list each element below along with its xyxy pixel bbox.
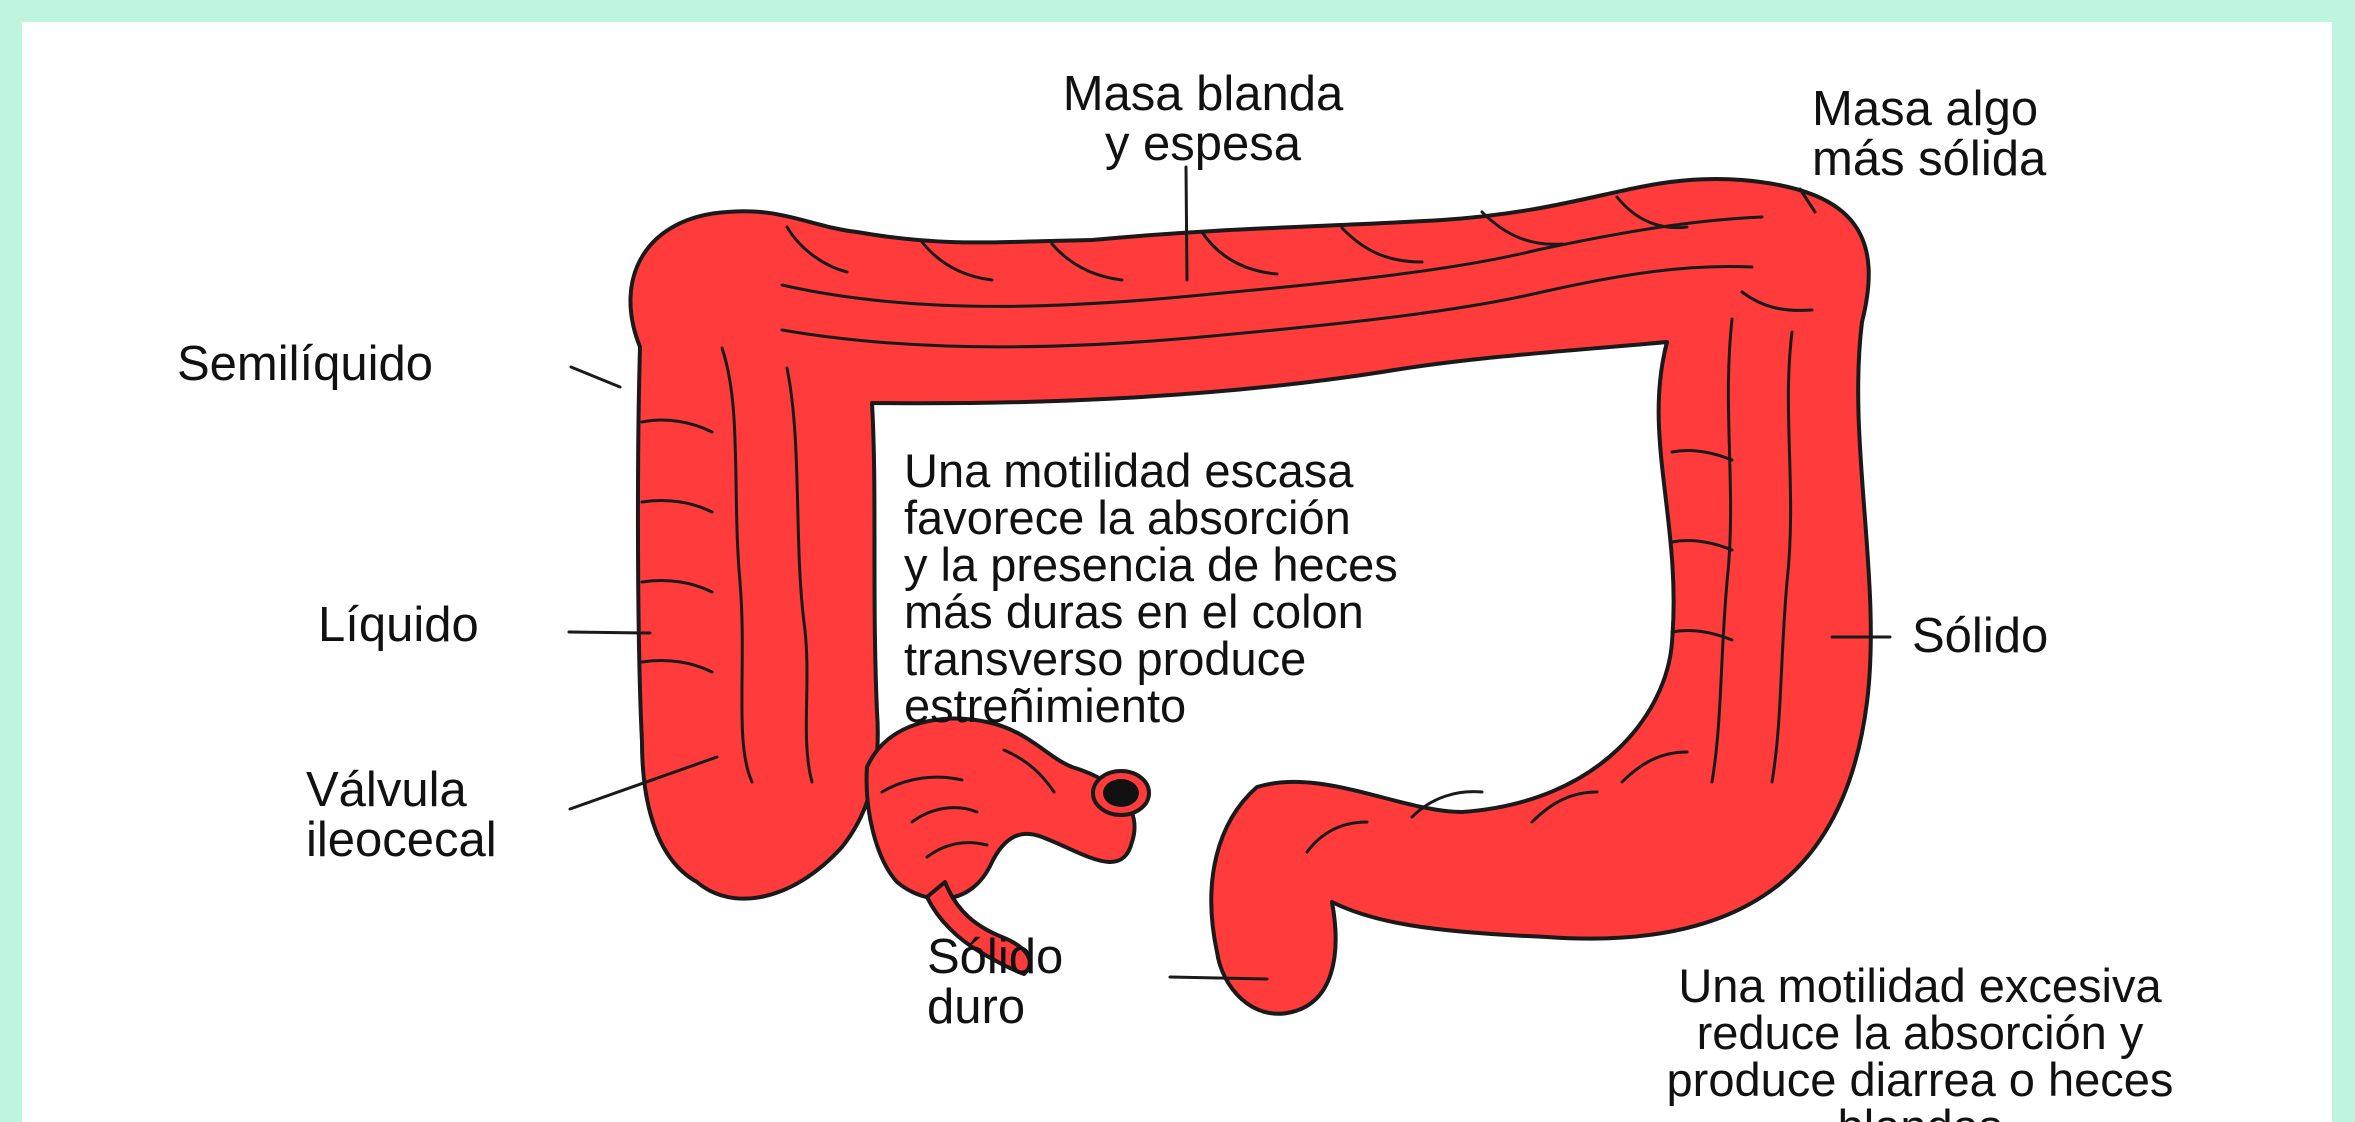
label-solido-duro: Sólido duro xyxy=(927,930,1064,1034)
label-solido: Sólido xyxy=(1912,609,2049,663)
label-valvula-ileocecal: Válvula ileocecal xyxy=(306,763,497,867)
label-semiliquido: Semilíquido xyxy=(177,337,434,391)
colon-folds xyxy=(640,195,1814,859)
diagram-panel: .organ { fill: #ff3b3b; stroke: #1a1a1a;… xyxy=(22,22,2332,1122)
label-liquido: Líquido xyxy=(318,598,479,652)
label-masa-blanda-y-espesa: Masa blanda y espesa xyxy=(1062,67,1344,171)
label-bottom-right-note: Una motilidad excesiva reduce la absorci… xyxy=(1666,959,2174,1122)
label-center-note: Una motilidad escasa favorece la absorci… xyxy=(904,444,1398,732)
colon-diagram: .organ { fill: #ff3b3b; stroke: #1a1a1a;… xyxy=(567,165,1892,1016)
label-masa-algo-mas-solida: Masa algo más sólida xyxy=(1812,82,2047,186)
leader-lines xyxy=(567,165,1892,981)
